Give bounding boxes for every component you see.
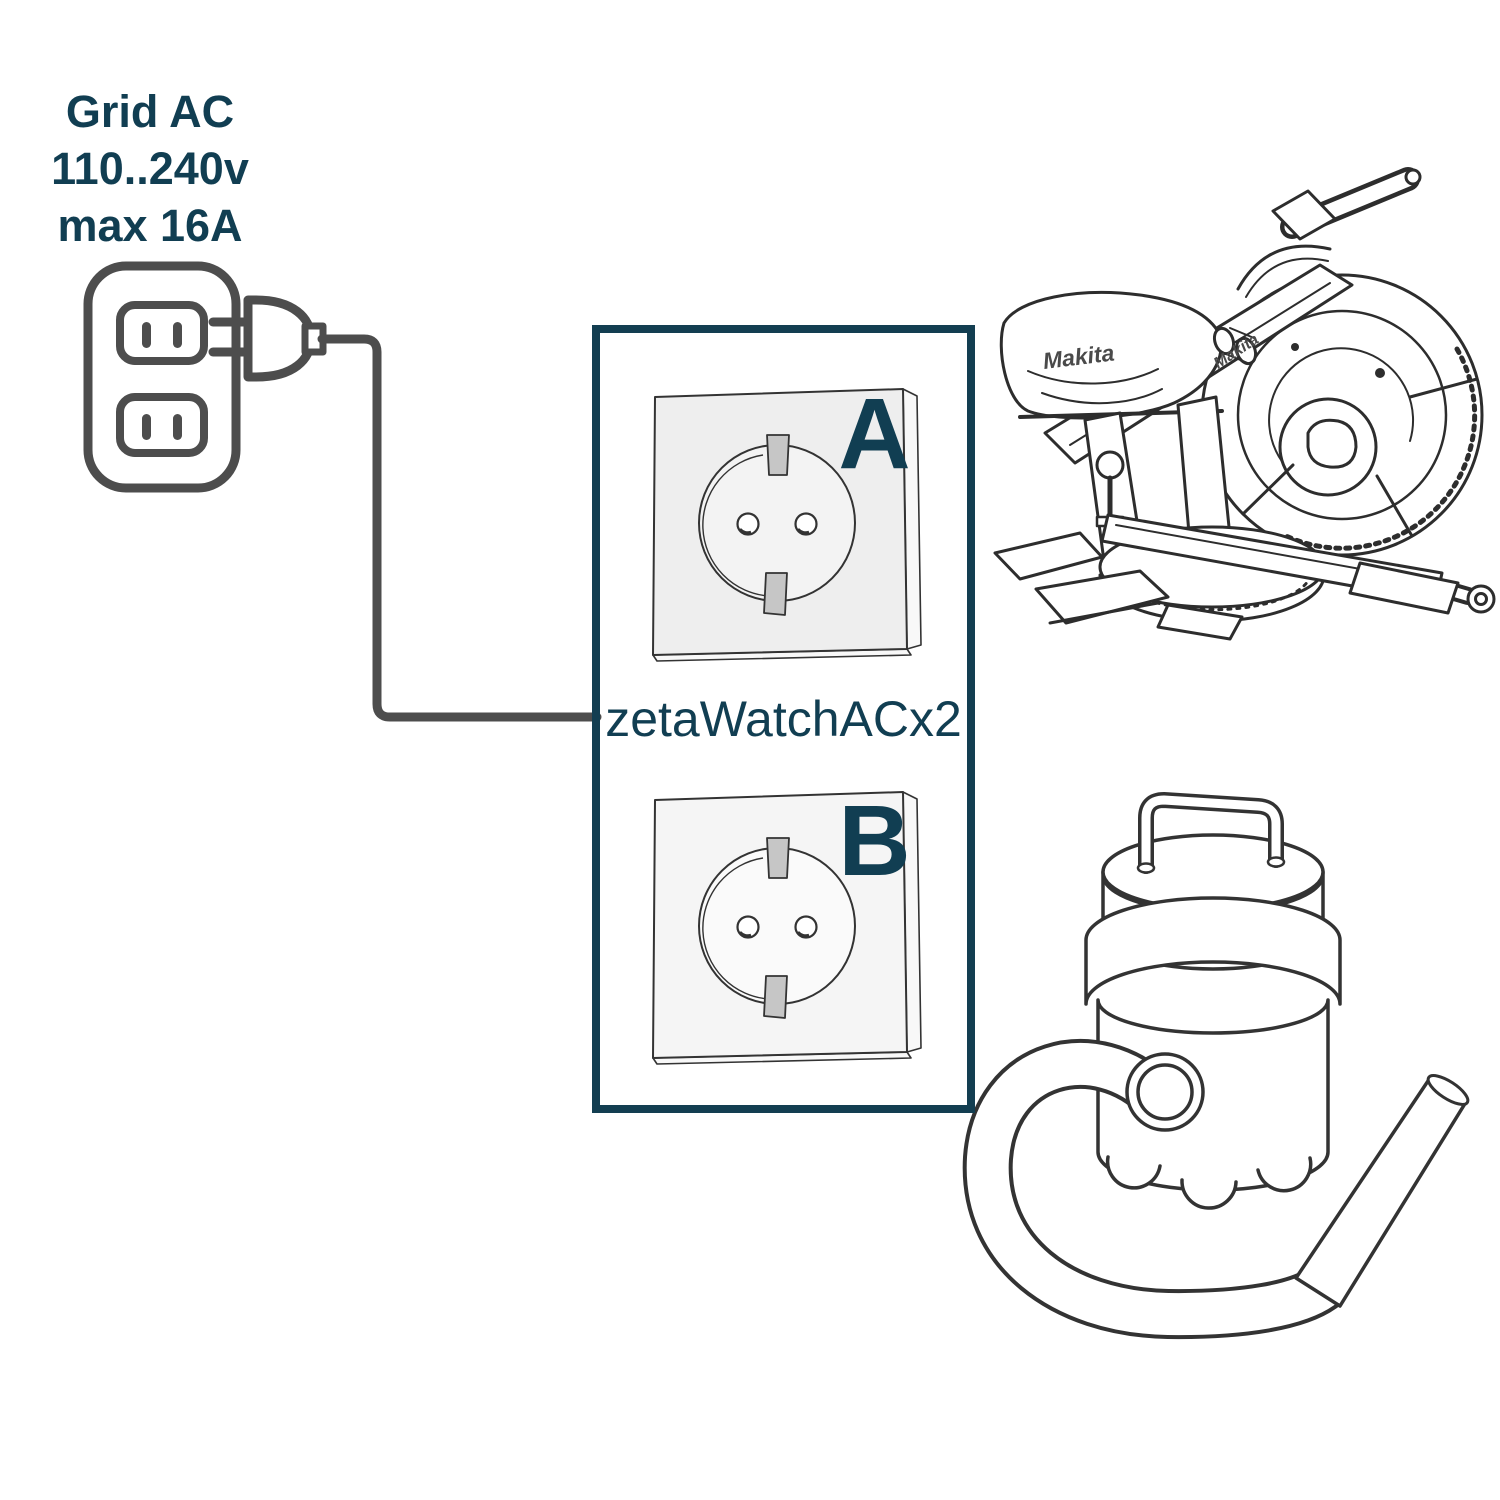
grid-ac-spec-label: Grid AC 110..240v max 16A: [20, 83, 280, 254]
grid-ac-line1: Grid AC: [65, 86, 235, 137]
schuko-socket-a-icon: [698, 434, 856, 616]
vacuum-hose: [962, 1039, 1347, 1340]
pin-hole-left: [736, 512, 760, 536]
grid-ac-line3: max 16A: [57, 200, 243, 251]
device-outline-box: [592, 325, 975, 1113]
saw-dust-bag: Makita: [999, 291, 1258, 473]
saw-handle: [1271, 167, 1422, 241]
vacuum-handle: [1136, 792, 1286, 874]
socket-plate-b: [652, 791, 922, 1065]
vacuum-band: [1084, 896, 1342, 1006]
pin-hole-left: [736, 915, 760, 939]
vacuum-cleaner-illustration: [962, 792, 1470, 1340]
schuko-socket-b-icon: [698, 837, 856, 1019]
miter-saw-illustration: Makita Makita: [993, 167, 1496, 641]
vacuum-wheels: [1105, 1155, 1313, 1210]
pin-hole-right: [794, 512, 818, 536]
saw-left-foot: [993, 531, 1104, 581]
power-cord-line: [317, 334, 602, 722]
power-plug-icon: [208, 295, 327, 382]
wall-outlet-icon: [83, 261, 241, 493]
pin-hole-right: [794, 915, 818, 939]
socket-b-label: B: [838, 785, 911, 897]
saw-right-foot: [1348, 561, 1460, 615]
grid-ac-line2: 110..240v: [51, 143, 249, 194]
device-name-label: zetaWatchACx2: [605, 691, 962, 747]
socket-plate-a: [652, 388, 922, 662]
socket-a-label: A: [838, 378, 911, 490]
vacuum-wand: [1294, 1074, 1470, 1308]
vacuum-hose-port: [1125, 1052, 1205, 1132]
